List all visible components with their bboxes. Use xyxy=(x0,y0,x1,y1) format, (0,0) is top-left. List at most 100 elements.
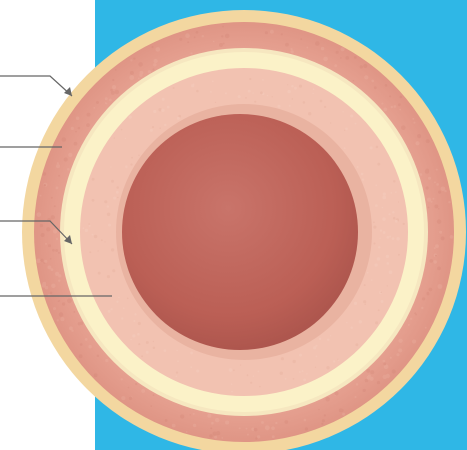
texture-speckle xyxy=(246,428,248,430)
texture-speckle xyxy=(97,355,100,358)
texture-speckle xyxy=(318,409,320,411)
texture-speckle xyxy=(313,88,315,90)
texture-speckle xyxy=(414,122,416,124)
texture-speckle xyxy=(272,96,273,97)
texture-speckle xyxy=(135,383,137,385)
texture-speckle xyxy=(207,414,211,418)
texture-speckle xyxy=(43,172,47,176)
texture-speckle xyxy=(138,78,140,80)
texture-speckle xyxy=(50,258,52,260)
texture-speckle xyxy=(55,249,58,252)
texture-speckle xyxy=(176,376,178,378)
texture-speckle xyxy=(37,212,42,217)
texture-speckle xyxy=(140,71,144,75)
texture-speckle xyxy=(354,302,357,305)
texture-speckle xyxy=(315,41,320,46)
texture-speckle xyxy=(46,227,50,231)
texture-speckle xyxy=(97,250,98,251)
texture-speckle xyxy=(303,379,306,382)
texture-speckle xyxy=(130,59,132,61)
texture-speckle xyxy=(146,341,149,344)
texture-speckle xyxy=(186,431,188,433)
texture-speckle xyxy=(105,359,108,362)
texture-speckle xyxy=(113,197,116,200)
texture-speckle xyxy=(300,38,302,40)
texture-speckle xyxy=(116,186,119,189)
texture-speckle xyxy=(344,147,346,149)
texture-speckle xyxy=(364,284,366,286)
texture-speckle xyxy=(73,311,75,313)
texture-speckle xyxy=(391,192,393,194)
texture-speckle xyxy=(58,175,60,177)
texture-speckle xyxy=(51,268,54,271)
texture-speckle xyxy=(110,166,111,167)
texture-speckle xyxy=(89,225,91,227)
texture-speckle xyxy=(438,191,441,194)
texture-speckle xyxy=(370,146,373,149)
texture-speckle xyxy=(51,197,53,199)
texture-speckle xyxy=(323,57,328,62)
texture-speckle xyxy=(270,30,274,34)
texture-speckle xyxy=(153,63,156,66)
texture-speckle xyxy=(54,205,56,207)
texture-speckle xyxy=(161,109,164,112)
texture-speckle xyxy=(88,223,90,225)
texture-speckle xyxy=(238,95,241,98)
texture-speckle xyxy=(313,346,316,349)
texture-speckle xyxy=(222,437,224,439)
texture-speckle xyxy=(254,101,256,103)
texture-speckle xyxy=(138,155,140,157)
texture-speckle xyxy=(342,413,345,416)
texture-speckle xyxy=(312,93,313,94)
texture-speckle xyxy=(450,235,454,239)
texture-speckle xyxy=(355,343,358,346)
texture-speckle xyxy=(115,69,117,71)
texture-speckle xyxy=(408,324,410,326)
texture-speckle xyxy=(439,231,442,234)
texture-speckle xyxy=(211,422,214,425)
texture-speckle xyxy=(390,357,392,359)
texture-speckle xyxy=(437,267,441,271)
texture-speckle xyxy=(398,201,399,202)
texture-speckle xyxy=(291,85,293,87)
texture-speckle xyxy=(128,387,130,389)
texture-speckle xyxy=(222,26,224,28)
texture-speckle xyxy=(121,378,123,380)
texture-speckle xyxy=(94,235,98,239)
texture-speckle xyxy=(117,197,119,199)
texture-speckle xyxy=(196,90,199,93)
lumen-core xyxy=(122,114,358,350)
texture-speckle xyxy=(320,100,323,103)
texture-speckle xyxy=(239,428,241,430)
texture-speckle xyxy=(152,68,154,70)
texture-speckle xyxy=(345,128,348,131)
texture-speckle xyxy=(141,355,143,357)
texture-speckle xyxy=(396,237,399,240)
texture-speckle xyxy=(86,123,90,127)
texture-speckle xyxy=(284,420,288,424)
texture-speckle xyxy=(130,71,134,75)
texture-speckle xyxy=(40,224,43,227)
texture-speckle xyxy=(190,366,192,368)
texture-speckle xyxy=(80,322,83,325)
texture-speckle xyxy=(330,122,331,123)
texture-speckle xyxy=(191,84,194,87)
texture-speckle xyxy=(213,432,217,436)
texture-speckle xyxy=(308,112,311,115)
texture-speckle xyxy=(130,339,131,340)
texture-speckle xyxy=(395,220,398,223)
texture-speckle xyxy=(386,255,389,258)
texture-speckle xyxy=(231,384,232,385)
texture-speckle xyxy=(121,317,123,319)
texture-speckle xyxy=(62,302,65,305)
texture-speckle xyxy=(52,249,55,252)
texture-speckle xyxy=(345,56,349,60)
texture-speckle xyxy=(104,241,105,242)
texture-speckle xyxy=(362,179,364,181)
texture-speckle xyxy=(434,260,437,263)
texture-speckle xyxy=(92,234,94,236)
texture-speckle xyxy=(334,64,337,67)
texture-speckle xyxy=(448,201,450,203)
texture-speckle xyxy=(373,221,375,223)
texture-speckle xyxy=(101,239,103,241)
